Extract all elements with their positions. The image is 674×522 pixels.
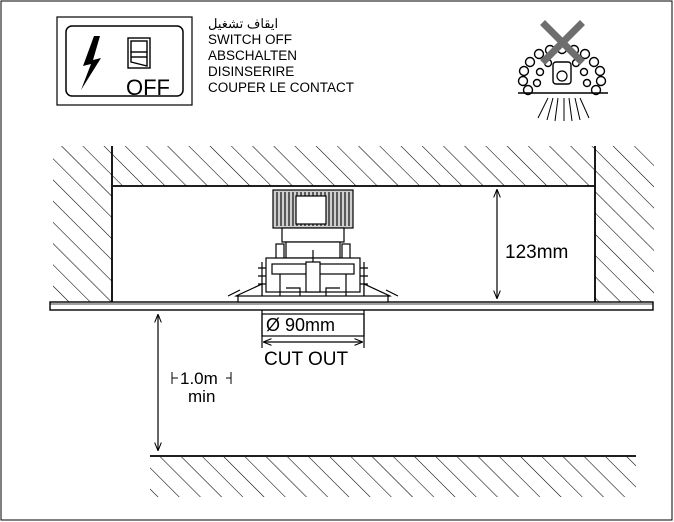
height-dimension-label: 123mm xyxy=(505,242,569,263)
clearance-dimension-line xyxy=(158,315,232,450)
cutout-diameter-label: Ø 90mm xyxy=(266,315,336,335)
downlight-fixture xyxy=(227,189,399,303)
lightning-bolt-icon xyxy=(81,36,101,90)
warning-text-italian: DISINSERIRE xyxy=(208,64,295,79)
warning-text-english: SWITCH OFF xyxy=(208,32,292,47)
warning-text-german: ABSCHALTEN xyxy=(208,48,298,63)
switch-off-text-block: ايقاف تشغيل SWITCH OFF ABSCHALTEN DISINS… xyxy=(208,16,354,96)
cutout-caption: CUT OUT xyxy=(264,349,349,370)
warning-text-french: COUPER LE CONTACT xyxy=(208,80,355,95)
warning-text-arabic: ايقاف تشغيل xyxy=(208,16,279,31)
clearance-min-label: min xyxy=(188,387,216,406)
off-label: OFF xyxy=(126,75,170,100)
no-insulation-cover-icon xyxy=(517,20,608,122)
ceiling-structure xyxy=(49,146,654,497)
switch-off-warning xyxy=(56,16,193,106)
cutout-dimension xyxy=(261,310,365,348)
switch-icon xyxy=(127,37,151,69)
clearance-value-label: 1.0m xyxy=(180,369,218,388)
